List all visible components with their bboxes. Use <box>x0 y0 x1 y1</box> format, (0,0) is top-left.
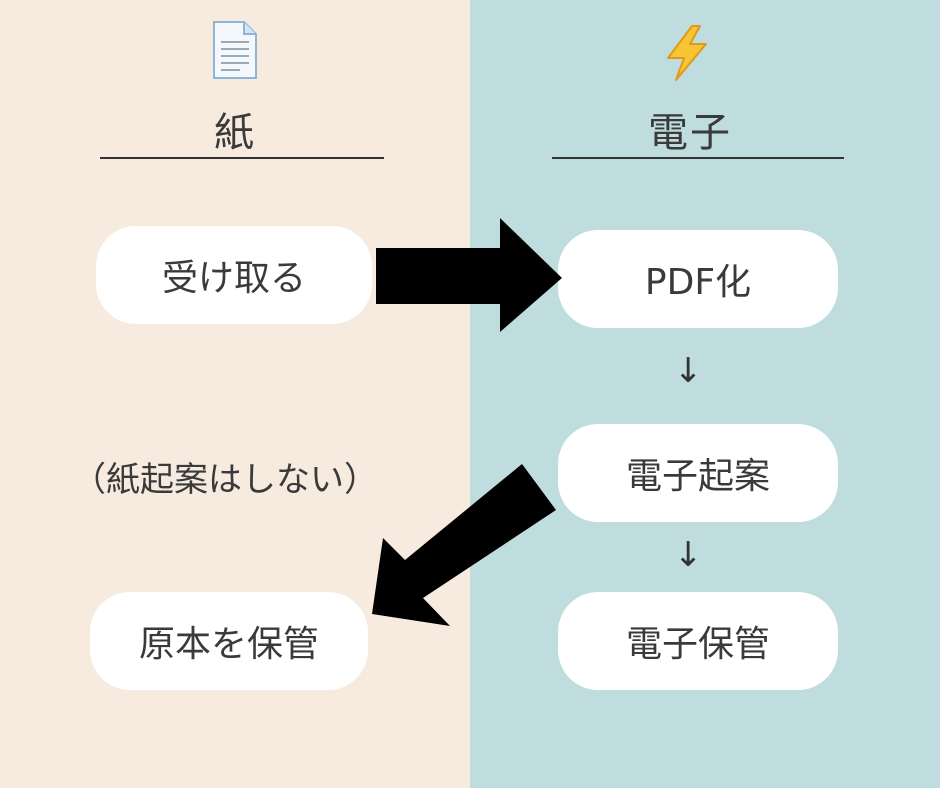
down-arrow-2: ↓ <box>674 535 703 575</box>
paper-heading-underline <box>100 157 384 159</box>
paper-heading: 紙 <box>214 110 256 156</box>
arrow-receive-to-pdf <box>376 218 562 332</box>
receive-box: 受け取る <box>96 226 372 324</box>
lightning-icon <box>667 25 707 81</box>
electronic-heading-underline <box>552 157 844 159</box>
no-paper-draft-note: （紙起案はしない） <box>72 460 378 500</box>
electronic-draft-box: 電子起案 <box>558 424 838 522</box>
arrow-pdf-to-original <box>372 464 556 626</box>
electronic-heading: 電子 <box>648 110 732 156</box>
keep-original-box: 原本を保管 <box>90 592 368 690</box>
pdf-box: PDF化 <box>558 230 838 328</box>
electronic-storage-box: 電子保管 <box>558 592 838 690</box>
down-arrow-1: ↓ <box>674 351 703 391</box>
document-icon <box>213 21 257 79</box>
